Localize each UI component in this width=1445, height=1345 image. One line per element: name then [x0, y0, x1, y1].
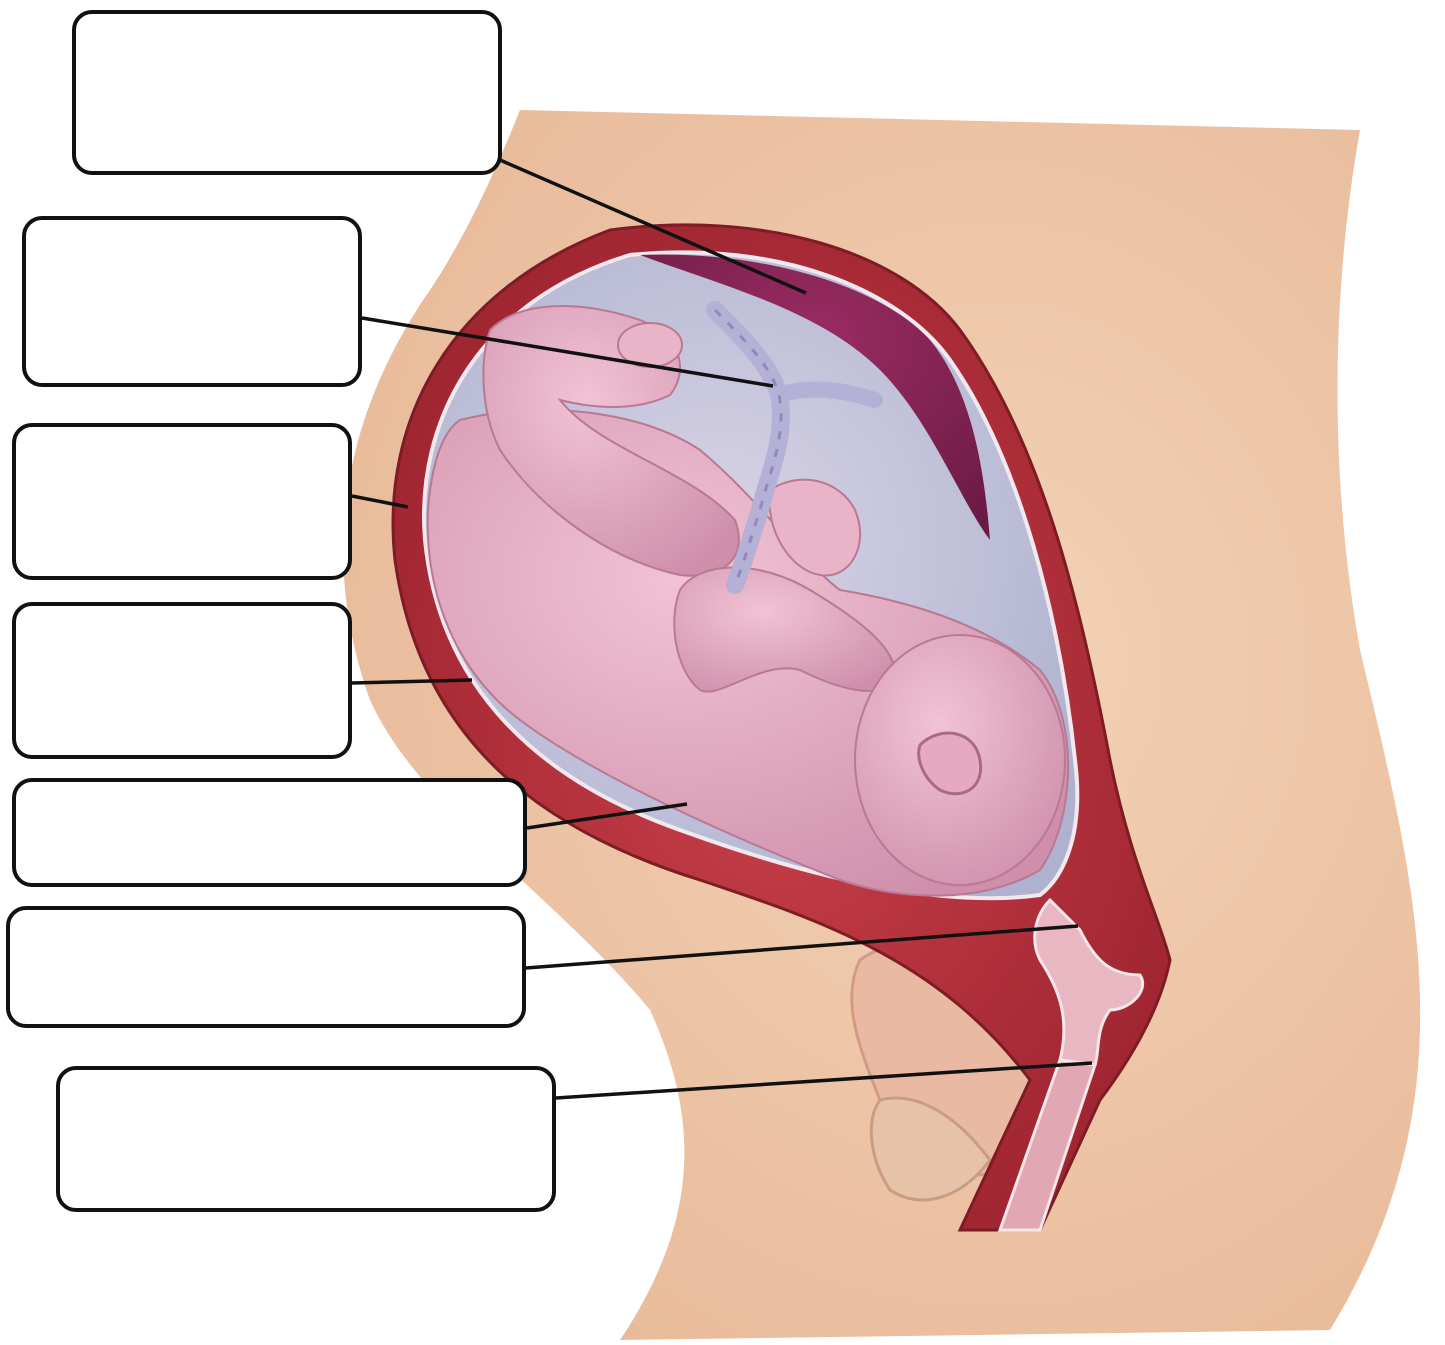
label-box-cervix[interactable]: [6, 906, 526, 1028]
label-box-amniotic-sac[interactable]: [12, 602, 352, 759]
label-box-uterine-wall[interactable]: [12, 423, 352, 580]
label-box-amniotic-fluid[interactable]: [12, 778, 527, 887]
label-box-vagina[interactable]: [56, 1066, 556, 1212]
label-box-placenta[interactable]: [72, 10, 502, 175]
label-box-umbilical-cord[interactable]: [22, 216, 362, 387]
